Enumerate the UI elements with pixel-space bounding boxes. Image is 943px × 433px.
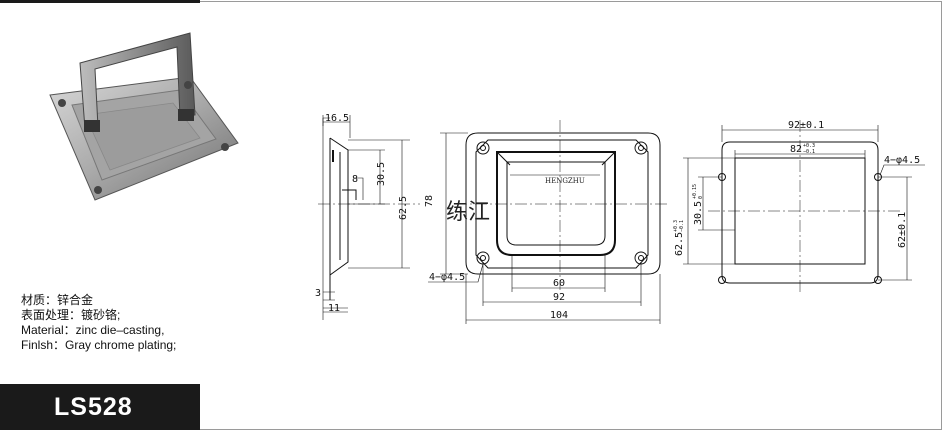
dim-side-62-5: 62.5: [398, 196, 409, 220]
top-bar: [0, 0, 200, 3]
dim-cutout-30-5-tol-up: +0.15: [692, 184, 698, 199]
dim-cutout-62-5-tol-dn: −0.1: [679, 220, 685, 232]
dim-cutout-30-5: 30.5: [693, 201, 704, 225]
material-spec: 材质：锌合金 表面处理：镀砂铬; Material：zinc die–casti…: [21, 293, 176, 353]
spec-material-cn: 材质：锌合金: [21, 293, 94, 307]
dim-front-60: 60: [553, 278, 565, 289]
spec-finish-en: Finlsh：Gray chrome plating;: [21, 338, 177, 352]
dim-cutout-82-tol-dn: −0.1: [803, 149, 815, 155]
dim-cutout-30-5-tol-dn: 0: [698, 196, 704, 199]
dim-side-30-5: 30.5: [376, 162, 387, 186]
product-photo: [49, 32, 239, 201]
watermark-text: 练江: [446, 200, 491, 225]
spec-finish-cn: 表面处理：镀砂铬;: [21, 308, 121, 322]
dim-side-11: 11: [328, 303, 340, 314]
dim-front-4-holes: 4−φ4.5: [429, 272, 465, 283]
dim-front-104: 104: [550, 310, 568, 321]
spec-material-en: Material：zinc die–casting,: [21, 323, 165, 337]
cutout-view: [683, 120, 925, 295]
drawing-frame: [200, 1, 942, 430]
model-number: LS528: [54, 393, 133, 421]
dim-side-16-5: 16.5: [325, 113, 349, 124]
side-view: [318, 115, 420, 320]
dim-cutout-62-5: 62.5: [674, 232, 685, 256]
model-banner: LS528: [0, 384, 200, 430]
handle-brand-text: HENGZHU: [545, 177, 585, 185]
dim-cutout-82-tol-up: +0.3: [803, 143, 815, 149]
dim-cutout-62-5-tol-up: +0.3: [673, 220, 679, 232]
dim-cutout-4-holes: 4−φ4.5: [884, 155, 920, 166]
dim-cutout-62: 62±0.1: [897, 212, 908, 248]
dim-front-78: 78: [424, 195, 435, 207]
dim-side-3: 3: [315, 288, 321, 299]
dim-cutout-82: 82: [790, 144, 802, 155]
dim-front-92: 92: [553, 292, 565, 303]
dim-side-8: 8: [352, 174, 358, 185]
dim-cutout-92: 92±0.1: [788, 120, 824, 131]
front-view: [428, 120, 670, 324]
